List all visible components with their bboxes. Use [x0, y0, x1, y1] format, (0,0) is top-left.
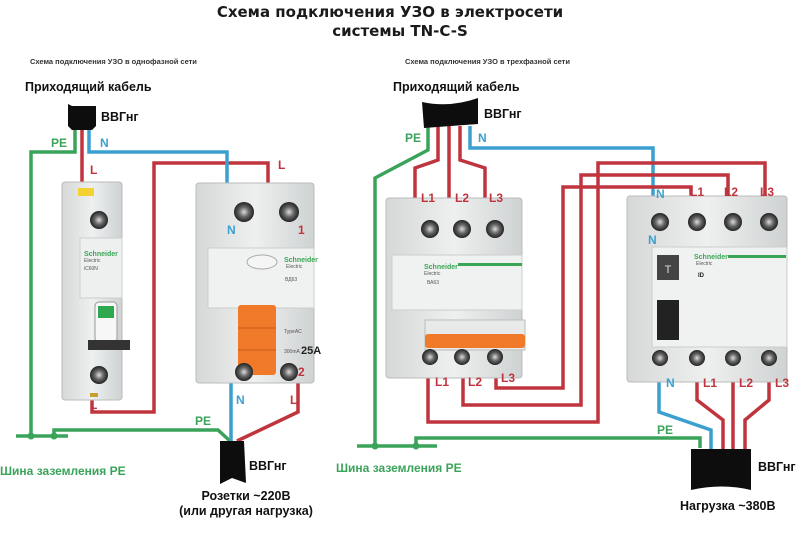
three-rcd: T Schneider Electric ID [626, 195, 788, 383]
single-n-in-wire [87, 126, 229, 190]
three-n-in-wire [468, 126, 655, 206]
three-rcd-toggle[interactable] [657, 300, 679, 340]
three-load-cable-label: ВВГнг [758, 460, 796, 474]
three-breaker-top-l1: L1 [421, 191, 435, 205]
single-rcd: Schneider Electric ВД63 TypeAC 300mA 25A [195, 182, 321, 384]
three-rcd-top-l1: L1 [690, 185, 704, 199]
svg-text:300mA: 300mA [284, 349, 301, 355]
three-rcd-top-l3: L3 [760, 185, 774, 199]
three-pole-breaker: Schneider Electric ВА63 [385, 197, 526, 379]
diagram-title-line2: системы TN-C-S [332, 22, 468, 40]
single-l-out-wire [236, 382, 300, 443]
three-breaker-bottom-l1: L1 [435, 375, 449, 389]
three-rcd-top-l2: L2 [724, 185, 738, 199]
three-l3-loop-wire [494, 185, 693, 390]
three-pe-label: PE [405, 131, 421, 145]
single-rcd-l-out-label: L [290, 393, 297, 407]
three-l1-out-wire [695, 380, 725, 450]
three-rcd-test-button[interactable] [657, 255, 679, 280]
three-rcd-bottom-l3: L3 [775, 376, 789, 390]
three-rcd-bottom-l2: L2 [739, 376, 753, 390]
three-rcd-model: ID [698, 273, 705, 279]
rcd-test-button[interactable] [246, 254, 278, 270]
three-l2-loop-wire [461, 173, 730, 407]
three-rcd-n-side: N [648, 233, 657, 247]
svg-text:T: T [665, 264, 672, 276]
three-rcd-bottom-n: N [666, 376, 675, 390]
single-ground-bus-label: Шина заземления PE [0, 464, 126, 478]
single-rcd-handle[interactable] [238, 305, 276, 375]
single-rcd-1-label: 1 [298, 223, 305, 237]
single-load-line1: Розетки ~220В [201, 489, 290, 503]
three-bus-node-1 [371, 442, 379, 450]
three-l1-loop-wire [426, 161, 767, 424]
single-rcd-l-top-label: L [278, 158, 285, 172]
single-phase-scheme: Схема подключения УЗО в однофазной сети … [0, 57, 321, 518]
single-rcd-rating: 25A [301, 345, 321, 357]
three-breaker-top-l3: L3 [489, 191, 503, 205]
single-rcd-model: ВД63 [285, 277, 297, 283]
single-l-mid-wire [90, 161, 270, 414]
single-rcd-2-label: 2 [298, 365, 305, 379]
three-pe-out-wire [414, 436, 702, 448]
single-n-label: N [100, 136, 109, 150]
single-rcd-n-label: N [227, 223, 236, 237]
three-breaker-bottom-l2: L2 [468, 375, 482, 389]
three-breaker-handle[interactable] [425, 334, 525, 348]
single-pe-out-wire [52, 428, 232, 443]
single-pe-wire [29, 126, 77, 436]
three-incoming-label: Приходящий кабель [393, 80, 520, 94]
single-load-cable [220, 441, 246, 484]
three-ground-bus-label: Шина заземления PE [336, 461, 462, 475]
single-bus-node-2 [50, 432, 58, 440]
svg-text:Electric: Electric [696, 261, 713, 267]
three-l1-in-wire [413, 126, 440, 205]
three-phase-scheme: Схема подключения УЗО в трехфазной сети … [336, 57, 796, 513]
single-bus-node-1 [27, 432, 35, 440]
three-rcd-brand: Schneider [694, 254, 728, 261]
single-incoming-cable [68, 104, 96, 130]
single-incoming-cable-label: ВВГнг [101, 110, 139, 124]
single-breaker-brand: Schneider [84, 251, 118, 258]
three-incoming-cable-label: ВВГнг [484, 107, 522, 121]
three-breaker-brand: Schneider [424, 264, 458, 271]
three-pe-out-label: PE [657, 423, 673, 437]
svg-text:Electric: Electric [286, 264, 303, 270]
single-pole-breaker: Schneider Electric iC60N [61, 181, 130, 401]
single-load-cable-label: ВВГнг [249, 459, 287, 473]
three-n-out-wire [657, 380, 713, 450]
three-breaker-top-l2: L2 [455, 191, 469, 205]
three-n-label: N [478, 131, 487, 145]
single-rcd-brand: Schneider [284, 257, 318, 264]
three-phase-subtitle: Схема подключения УЗО в трехфазной сети [405, 57, 570, 66]
three-breaker-model: ВА63 [427, 280, 439, 286]
single-pe-out-label: PE [195, 414, 211, 428]
three-incoming-cable [422, 98, 478, 128]
single-breaker-toggle[interactable] [88, 340, 130, 350]
three-l3-in-wire [458, 126, 487, 205]
three-pe-wire [373, 126, 430, 446]
single-breaker-bottom-l: L [90, 398, 97, 412]
svg-text:Electric: Electric [84, 258, 101, 264]
single-phase-subtitle: Схема подключения УЗО в однофазной сети [30, 57, 197, 66]
three-load-cable [691, 449, 751, 490]
three-l3-out-wire [743, 380, 771, 450]
three-bus-node-2 [412, 442, 420, 450]
three-rcd-top-n: N [656, 187, 665, 201]
svg-text:TypeAC: TypeAC [284, 329, 302, 335]
single-load-line2: (или другая нагрузка) [179, 504, 313, 518]
single-l-label: L [90, 163, 97, 177]
svg-text:Electric: Electric [424, 271, 441, 277]
three-load-line1: Нагрузка ~380В [680, 499, 776, 513]
single-pe-label: PE [51, 136, 67, 150]
single-breaker-model: iC60N [84, 266, 98, 272]
single-incoming-label: Приходящий кабель [25, 80, 152, 94]
diagram-title-line1: Схема подключения УЗО в электросети [217, 3, 563, 21]
three-breaker-bottom-l3: L3 [501, 371, 515, 385]
single-rcd-n-out-label: N [236, 393, 245, 407]
three-rcd-bottom-l1: L1 [703, 376, 717, 390]
